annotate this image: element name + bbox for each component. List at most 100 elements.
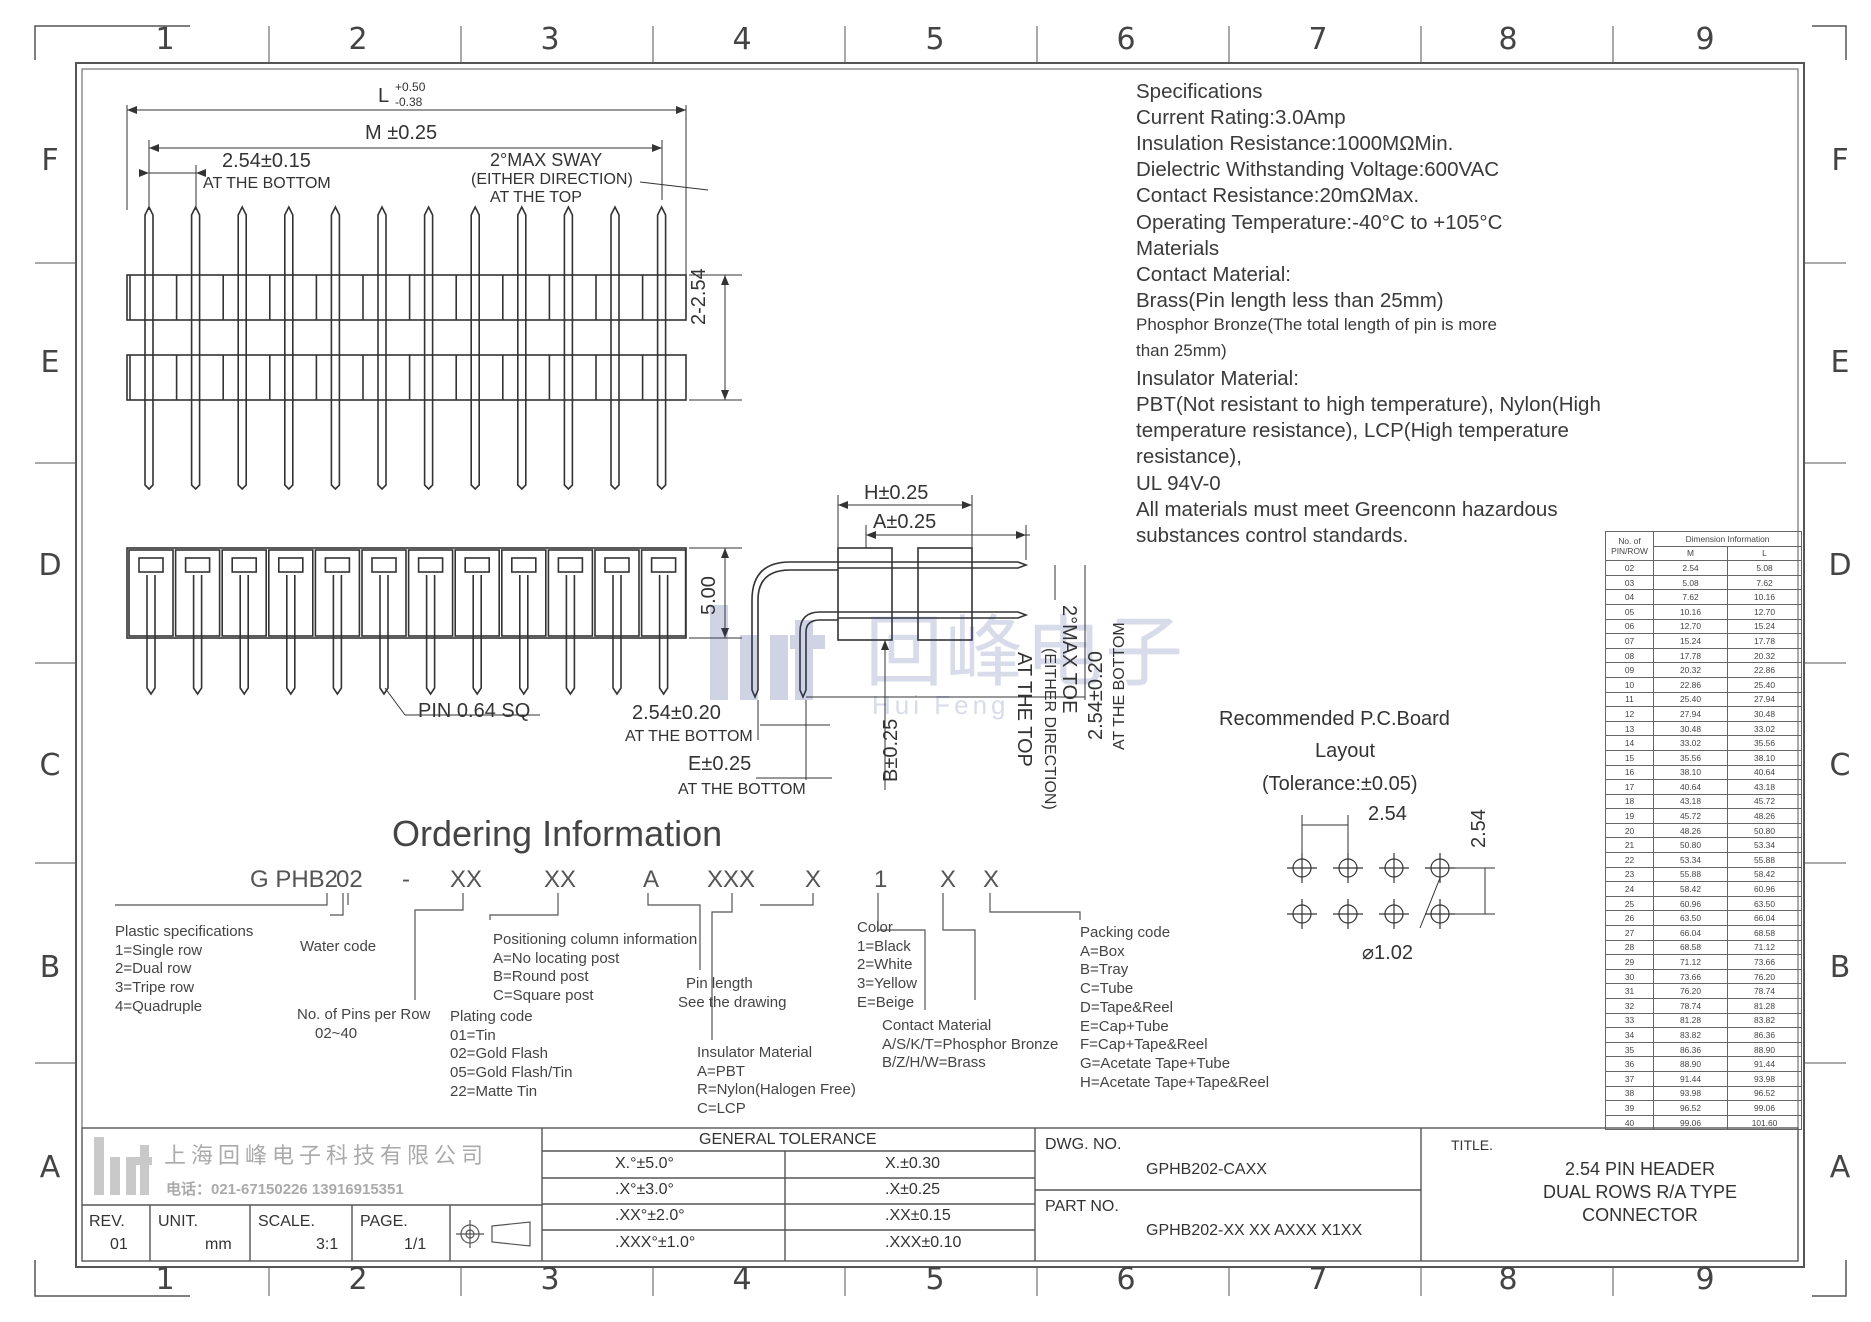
company-name: 上海回峰电子科技有限公司: [164, 1144, 489, 1169]
zone-row-left-D: D: [38, 548, 62, 583]
front-cell: [267, 549, 314, 637]
dimension-table: No. of PIN/ROW Dimension Information M L…: [1605, 530, 1803, 1131]
spec-line: temperature resistance), LCP(High temper…: [1136, 419, 1569, 443]
spec-line: substances control standards.: [1136, 523, 1409, 547]
order-desc-line: A/S/K/T=Phosphor Bronze: [882, 1035, 1059, 1053]
pin: [423, 205, 434, 491]
cell-window: [184, 557, 211, 573]
cell-window: [604, 557, 630, 573]
order-code-dash: -: [402, 866, 410, 893]
order-desc-line: Pin length: [686, 975, 753, 992]
front-cell: [221, 549, 267, 637]
zone-row-right-E: E: [1830, 345, 1850, 380]
order-code-segment: 1: [874, 866, 888, 893]
front-pin: [472, 575, 482, 696]
order-desc-line: B/Z/H/W=Brass: [882, 1054, 986, 1072]
pin: [563, 205, 574, 491]
front-pin: [658, 575, 669, 696]
zone-col-bottom-8: 8: [1498, 1262, 1518, 1297]
zone-row-left-A: A: [39, 1150, 61, 1185]
dim-L-tol-minus: -0.38: [395, 95, 423, 109]
zone-col-bottom-2: 2: [348, 1262, 368, 1297]
order-desc-line: A=PBT: [697, 1062, 745, 1080]
front-pin: [332, 575, 343, 696]
watermark-cn-text: 回峰电子: [865, 608, 1186, 698]
order-desc-line: Plastic specifications: [115, 923, 254, 940]
company-phone: 电话：021-67150226 13916915351: [166, 1181, 404, 1198]
zone-col-top-9: 9: [1695, 22, 1715, 57]
scale-value: 3:1: [316, 1236, 339, 1253]
order-desc-line: 2=White: [857, 956, 913, 974]
dim-side-pitch: 2.54±0.20: [632, 702, 721, 724]
drawing-title: 2.54 PIN HEADER DUAL ROWS R/A TYPE CONNE…: [1500, 1158, 1780, 1227]
zone-row-right-D: D: [1828, 548, 1852, 583]
zone-row-right-C: C: [1829, 748, 1851, 783]
order-desc-line: A=No locating post: [493, 949, 620, 967]
part-no-label: PART NO.: [1045, 1198, 1119, 1215]
front-cell: [128, 549, 174, 637]
zone-col-top-3: 3: [540, 22, 560, 57]
order-code-segment: XX: [450, 866, 483, 893]
cell-window: [464, 557, 491, 573]
order-desc-line: B=Round post: [493, 968, 589, 986]
order-desc-line: B=Tray: [1080, 961, 1129, 979]
part-no-value: GPHB202-XX XX AXXX X1XX: [1146, 1222, 1363, 1239]
zone-col-bottom-4: 4: [732, 1262, 752, 1297]
order-desc-line: R=Nylon(Halogen Free): [697, 1081, 856, 1099]
order-desc-line: Positioning column information: [493, 931, 698, 948]
dim-E-note: AT THE BOTTOM: [678, 781, 806, 798]
order-desc-line: 1=Black: [857, 937, 911, 955]
dim-L-tol-plus: +0.50: [395, 80, 426, 94]
spec-line: Insulator Material:: [1136, 367, 1299, 391]
cell-window: [417, 557, 444, 573]
front-pin: [239, 575, 249, 696]
tolerance-cell: X.°±5.0°: [615, 1155, 674, 1172]
front-pin: [286, 575, 296, 696]
front-cell: [361, 549, 407, 637]
zone-col-top-4: 4: [732, 22, 752, 57]
front-pin: [425, 575, 436, 696]
ordering-title: Ordering Information: [392, 813, 723, 854]
spec-line: Materials: [1136, 236, 1220, 260]
pin: [377, 205, 387, 491]
dwg-no-value: GPHB202-CAXX: [1146, 1161, 1267, 1178]
rev-value: 01: [110, 1236, 128, 1253]
order-code-segment: XX: [544, 866, 577, 893]
pin: [284, 205, 294, 491]
pin: [656, 205, 667, 491]
dim-E-label: E±0.25: [688, 753, 752, 775]
dim-H-label: H±0.25: [864, 482, 929, 504]
zone-col-bottom-7: 7: [1308, 1262, 1328, 1297]
order-desc-line: 2=Dual row: [115, 960, 192, 978]
zone-col-bottom-6: 6: [1116, 1262, 1136, 1297]
order-desc-line: C=Square post: [493, 987, 594, 1005]
spec-line: Current Rating:3.0Amp: [1136, 106, 1346, 130]
dim-L-label: L: [378, 85, 390, 107]
pin-size-label: PIN 0.64 SQ: [418, 700, 531, 722]
order-desc-line: E=Beige: [857, 993, 915, 1011]
spec-line: Dielectric Withstanding Voltage:600VAC: [1136, 158, 1500, 182]
zone-col-bottom-9: 9: [1695, 1262, 1715, 1297]
cell-window: [650, 557, 677, 573]
rev-label: REV.: [89, 1213, 125, 1230]
front-cell: [407, 549, 454, 637]
pin: [470, 205, 480, 491]
pin: [517, 205, 527, 491]
spec-line: All materials must meet Greenconn hazard…: [1136, 497, 1558, 521]
spec-line: Contact Material:: [1136, 262, 1291, 286]
pin: [144, 205, 154, 491]
order-desc-line: 22=Matte Tin: [450, 1082, 538, 1100]
tolerance-title: GENERAL TOLERANCE: [699, 1131, 877, 1148]
cell-window: [510, 557, 537, 573]
